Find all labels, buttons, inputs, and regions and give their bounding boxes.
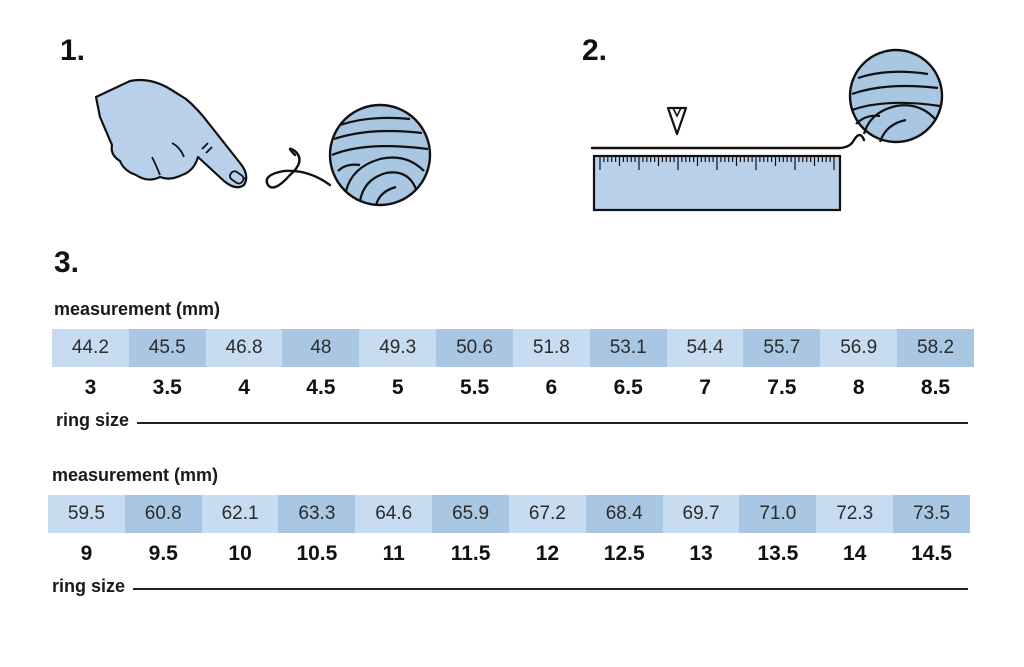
- measurement-cell: 60.8: [124, 495, 202, 533]
- measurement-cell: 55.7: [743, 329, 821, 367]
- ring-size-cell: 6: [545, 376, 558, 399]
- ring-size-cell: 5.5: [459, 376, 490, 399]
- step-3-number: 3.: [54, 246, 80, 279]
- measurement-cell: 72.3: [816, 495, 894, 533]
- step-2-number: 2.: [582, 34, 608, 67]
- measurement-cell: 67.2: [508, 495, 586, 533]
- ring-size-cell: 8.5: [920, 376, 951, 399]
- measurement-label: measurement (mm): [54, 299, 221, 319]
- measurement-cell: 54.4: [666, 329, 744, 367]
- divider-line: [133, 587, 968, 590]
- measurement-cell: 48: [282, 329, 360, 367]
- ring-size-cell: 12: [535, 542, 560, 565]
- measurement-cell: 46.8: [205, 329, 283, 367]
- ring-size-row: 3 3.5 4 4.5 5 5.5 6 6.5 7 7.5 8 8.5: [52, 376, 974, 400]
- ring-size-cell: 13.5: [757, 542, 799, 565]
- measurement-cell: 45.5: [128, 329, 206, 367]
- ring-size-label-row: ring size: [52, 576, 968, 597]
- ring-size-cell: 10: [228, 542, 252, 565]
- ring-size-cell: 4.5: [306, 376, 336, 399]
- ring-size-cell: 9.5: [148, 542, 178, 565]
- ring-size-cell: 3: [84, 376, 97, 399]
- divider-line: [137, 421, 968, 424]
- ring-size-row: 9 9.5 10 10.5 11 11.5 12 12.5 13 13.5 14 14.5: [48, 542, 970, 566]
- measurement-cell: 69.7: [662, 495, 740, 533]
- measurement-cell: 49.3: [359, 329, 437, 367]
- ring-size-cell: 14: [843, 542, 867, 565]
- ring-size-cell: 10.5: [296, 542, 338, 565]
- measurement-label: measurement (mm): [52, 465, 219, 485]
- ring-size-cell: 9: [80, 542, 93, 565]
- ring-size-cell: 14.5: [911, 542, 952, 565]
- ring-size-label-row: ring size: [56, 410, 968, 431]
- ring-size-cell: 6.5: [613, 376, 643, 399]
- measurement-cell: 62.1: [201, 495, 279, 533]
- measurement-cell: 64.6: [355, 495, 433, 533]
- measurement-cell: 73.5: [893, 495, 970, 533]
- arrow-down-icon: [666, 106, 688, 136]
- step-2-illustration: [590, 48, 944, 212]
- ring-size-cell: 4: [238, 376, 250, 399]
- measurement-cell: 65.9: [432, 495, 509, 533]
- yarn-ball-icon: [848, 48, 944, 144]
- measurement-cell: 53.1: [589, 329, 667, 367]
- ring-size-cell: 12.5: [603, 542, 645, 565]
- pointing-hand-icon: [94, 78, 248, 189]
- ring-size-cell: 3.5: [152, 376, 182, 399]
- measurement-cell: 44.2: [52, 329, 129, 367]
- measurement-cell: 56.9: [820, 329, 898, 367]
- measurement-cell: 50.6: [436, 329, 513, 367]
- step-1-illustration: [94, 78, 432, 207]
- ring-size-label: ring size: [56, 410, 130, 430]
- ring-size-cell: 7: [699, 376, 711, 399]
- ruler-icon: [592, 154, 842, 212]
- step-1-number: 1.: [60, 34, 86, 67]
- ring-size-label: ring size: [52, 576, 126, 596]
- ring-size-cell: 5: [391, 376, 404, 399]
- ring-size-cell: 13: [689, 542, 713, 565]
- measurement-cell: 51.8: [512, 329, 590, 367]
- ring-size-cell: 11: [382, 542, 405, 565]
- ring-size-cell: 7.5: [767, 376, 797, 399]
- measurement-cell: 68.4: [585, 495, 663, 533]
- yarn-ball-icon: [328, 103, 432, 207]
- ring-size-cell: 8: [852, 376, 865, 399]
- measurement-cell: 63.3: [278, 495, 356, 533]
- measurement-cell: 58.2: [897, 329, 974, 367]
- ring-size-cell: 11.5: [450, 542, 491, 565]
- measurement-cell: 59.5: [48, 495, 125, 533]
- measurement-cell: 71.0: [739, 495, 817, 533]
